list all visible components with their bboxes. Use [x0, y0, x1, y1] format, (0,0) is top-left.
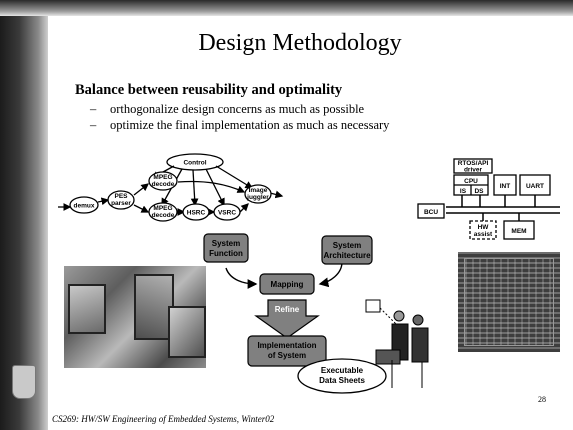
system-architecture-box [321, 235, 373, 265]
left-decorative-band [0, 0, 48, 430]
system-architecture-label-1: System [333, 241, 361, 250]
data-sheets-label: Data Sheets [319, 376, 365, 385]
design-flow-diagram: System Function System Architecture Mapp… [203, 233, 429, 394]
chip-die-pattern [464, 258, 554, 346]
mpeg-bottom-label: MPEG [153, 205, 172, 212]
chip-die-photo [458, 252, 560, 352]
parser-label: parser [111, 200, 131, 207]
decode-top-label: decode [152, 181, 175, 188]
architecture-diagram: RTOS/API driver CPU IS DS INT UART BCU H… [417, 158, 560, 240]
control-node [166, 153, 224, 171]
picture-frame-2 [134, 274, 174, 340]
image-collage-photo [64, 266, 206, 368]
refine-label: Refine [275, 305, 300, 314]
picture-frame-3 [168, 306, 206, 358]
system-function-box [203, 233, 249, 263]
decode-bottom-label: decode [152, 212, 175, 219]
sub-bullet-1-text: orthogonalize design concerns as much as… [110, 102, 365, 116]
rtos-api-box [453, 158, 493, 174]
bcu-label: BCU [424, 209, 438, 216]
sub-bullet-1: –orthogonalize design concerns as much a… [90, 102, 365, 116]
assist-label: assist [474, 231, 493, 238]
slide-title: Design Methodology [198, 30, 402, 56]
juggler-label: juggler [246, 194, 269, 201]
rtos-label: RTOS/API [458, 160, 489, 167]
system-architecture-label-2: Architecture [323, 251, 371, 260]
control-label: Control [183, 160, 206, 167]
driver-label: driver [464, 167, 483, 174]
demux-node [69, 196, 99, 214]
people-clipart [365, 299, 429, 388]
mpeg-dataflow-diagram: Control demux PES parser MPEG decode MPE… [58, 153, 284, 222]
mpeg-top-label: MPEG [153, 174, 172, 181]
mapping-label: Mapping [271, 280, 304, 289]
slide-footer: CS269: HW/SW Engineering of Embedded Sys… [52, 414, 275, 424]
hsrc-label: HSRC [187, 210, 206, 217]
refine-arrow [254, 299, 320, 339]
image-label: Image [249, 187, 268, 194]
implementation-label-1: Implementation [257, 341, 316, 350]
vsrc-label: VSRC [218, 210, 236, 217]
hw-label: HW [478, 224, 490, 231]
system-function-label-2: Function [209, 249, 243, 258]
sub-bullet-2: –optimize the final implementation as mu… [90, 118, 390, 132]
mpeg-decode-top-node [148, 171, 178, 191]
image-juggler-node [244, 184, 272, 204]
mpeg-decode-bottom-node [148, 202, 178, 222]
bcu-box [417, 203, 445, 219]
cpu-label: CPU [464, 178, 478, 185]
system-function-label-1: System [212, 239, 240, 248]
demux-label: demux [74, 203, 95, 210]
executable-label: Executable [321, 366, 364, 375]
is-label: IS [460, 188, 467, 195]
implementation-label-2: of System [268, 351, 306, 360]
uart-label: UART [526, 183, 544, 190]
document-icon [12, 365, 36, 399]
picture-frame-1 [68, 284, 106, 334]
hsrc-node [182, 203, 210, 221]
page-number: 28 [538, 395, 546, 404]
mapping-box [259, 273, 315, 295]
int-label: INT [500, 183, 511, 190]
pes-label: PES [114, 193, 128, 200]
main-bullet: Balance between reusability and optimali… [75, 82, 343, 98]
vsrc-node [213, 203, 241, 221]
ds-label: DS [474, 188, 484, 195]
top-decorative-band [0, 0, 573, 16]
executable-data-sheets-bubble [297, 358, 387, 394]
implementation-box [247, 335, 327, 367]
pes-parser-node [107, 190, 135, 210]
sub-bullet-2-text: optimize the final implementation as muc… [110, 118, 390, 132]
mem-label: MEM [511, 228, 526, 235]
